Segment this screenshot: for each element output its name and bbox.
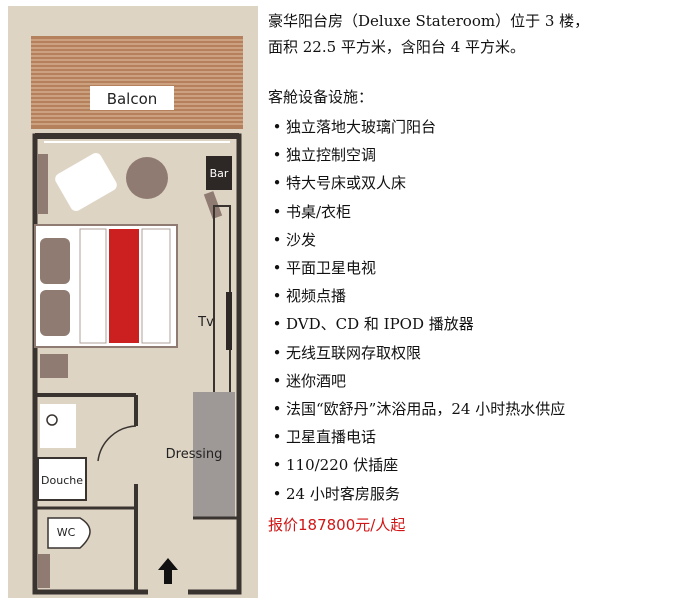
amenity-item: •DVD、CD 和 IPOD 播放器 xyxy=(272,315,474,334)
amenity-text: 法国“欧舒丹”沐浴用品，24 小时热水供应 xyxy=(286,400,566,419)
amenity-text: 24 小时客房服务 xyxy=(286,484,400,503)
douche-label: Douche xyxy=(41,474,83,487)
tv-label: Tv xyxy=(197,315,214,330)
amenity-text: 独立落地大玻璃门阳台 xyxy=(286,118,437,136)
toilet xyxy=(47,517,91,549)
intro-line-1: 豪华阳台房（Deluxe Stateroom）位于 3 楼， xyxy=(268,12,590,30)
amenity-text: 独立控制空调 xyxy=(286,146,377,165)
bathroom-shelf xyxy=(38,554,50,588)
amenity-item: •24 小时客房服务 xyxy=(272,484,400,503)
amenity-item: •独立控制空调 xyxy=(272,146,377,165)
amenity-item: •沙发 xyxy=(272,230,317,249)
pillow-bottom xyxy=(40,290,70,336)
amenity-text: 视频点播 xyxy=(286,287,347,306)
balcony-deck xyxy=(31,36,243,129)
intro-line-2: 面积 22.5 平方米，含阳台 4 平方米。 xyxy=(268,38,526,56)
dressing-wardrobe xyxy=(193,392,235,518)
amenity-text: 迷你酒吧 xyxy=(286,371,347,390)
amenity-text: 书桌/衣柜 xyxy=(286,202,352,221)
sink-basin xyxy=(46,414,58,426)
amenity-item: •法国“欧舒丹”沐浴用品，24 小时热水供应 xyxy=(272,400,566,419)
amenity-item: •卫星直播电话 xyxy=(272,428,377,447)
amenity-text: 卫星直播电话 xyxy=(286,428,377,447)
amenity-item: •视频点播 xyxy=(272,287,347,306)
pillow-top xyxy=(40,238,70,284)
bar-label: Bar xyxy=(210,167,229,180)
wc-label: WC xyxy=(57,526,76,539)
nightstand xyxy=(40,354,68,378)
stateroom-intro: 豪华阳台房（Deluxe Stateroom）位于 3 楼， 面积 22.5 平… xyxy=(268,8,673,60)
round-table xyxy=(126,157,168,199)
amenity-item: •110/220 伏插座 xyxy=(272,456,399,475)
amenity-item: •独立落地大玻璃门阳台 xyxy=(272,118,437,136)
sink-counter xyxy=(40,404,76,448)
armchair xyxy=(55,153,117,211)
entrance-arrow-icon xyxy=(158,558,178,584)
bed-runner xyxy=(109,229,139,343)
entrance-door-gap xyxy=(148,587,188,597)
amenity-item: •平面卫星电视 xyxy=(272,259,377,278)
dressing-label: Dressing xyxy=(166,447,223,462)
mini-bar xyxy=(206,156,232,190)
tv-screen xyxy=(226,292,232,350)
amenities-title: 客舱设备设施： xyxy=(268,88,374,106)
amenity-text: 特大号床或双人床 xyxy=(286,174,407,193)
balcony-label-box xyxy=(90,86,174,110)
amenity-text: 110/220 伏插座 xyxy=(286,456,399,475)
amenity-item: •书桌/衣柜 xyxy=(272,202,352,221)
amenity-text: 无线互联网存取权限 xyxy=(286,343,422,362)
cabin-floor-plan: Balcon Bar Tv Douche WC Dressing xyxy=(8,6,258,598)
bed-stripe-right xyxy=(141,228,171,344)
amenity-text: 平面卫星电视 xyxy=(286,259,377,278)
price-text: 报价187800元/人起 xyxy=(268,515,406,534)
left-cabinet xyxy=(38,154,48,214)
amenity-text: DVD、CD 和 IPOD 播放器 xyxy=(286,315,474,334)
amenities-list: •独立落地大玻璃门阳台 •独立控制空调 •特大号床或双人床 •书桌/衣柜 •沙发… xyxy=(268,113,673,508)
amenity-text: 沙发 xyxy=(286,230,317,249)
bed-stripe-left xyxy=(79,228,107,344)
stateroom-description-panel: 豪华阳台房（Deluxe Stateroom）位于 3 楼， 面积 22.5 平… xyxy=(268,8,673,538)
amenity-item: •无线互联网存取权限 xyxy=(272,343,422,362)
amenity-item: •迷你酒吧 xyxy=(272,371,347,390)
balcony-label: Balcon xyxy=(107,90,158,108)
amenity-item: •特大号床或双人床 xyxy=(272,174,407,193)
shower-area xyxy=(37,457,87,501)
bathroom-door-swing xyxy=(97,425,137,462)
